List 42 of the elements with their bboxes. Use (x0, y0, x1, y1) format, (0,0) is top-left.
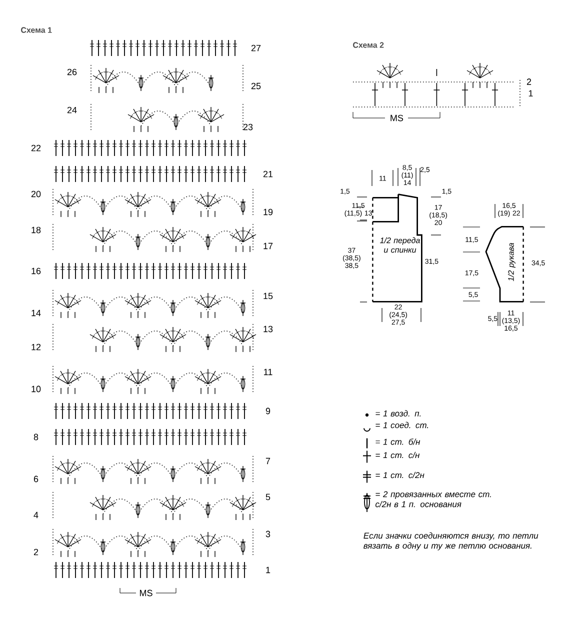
row-number: 15 (264, 292, 273, 300)
chart-title: Схема 1 (21, 27, 52, 33)
row-number: 8 (34, 434, 38, 440)
row-number: 22 (31, 144, 41, 152)
row-number: 13 (264, 326, 273, 332)
row-number: 23 (243, 124, 253, 130)
legend-text: = 1 ст. б/н (376, 438, 420, 445)
row-number: 6 (34, 476, 38, 482)
row-number: 7 (266, 458, 270, 464)
row-number: 5 (266, 494, 270, 500)
row-number: 24 (67, 106, 77, 114)
row-number: 11 (264, 368, 272, 376)
repeat-label: MS (390, 114, 404, 122)
row-number: 3 (266, 530, 270, 538)
repeat-label: MS (140, 590, 152, 596)
legend-text: = 1 соед. ст. (376, 422, 428, 428)
row-number: 20 (31, 190, 41, 198)
row-number: 21 (263, 170, 273, 178)
pattern-piece: 1/2 переда и спинки (372, 194, 422, 302)
row-number: 1 (528, 90, 533, 96)
row-number: 12 (32, 344, 41, 350)
row-number: 16 (32, 268, 41, 274)
legend-text: = 2 провязанных вместе ст. с/2н в 1 п. основания (375, 491, 491, 508)
row-number: 2 (34, 548, 38, 556)
chart-title: Схема 2 (353, 42, 384, 48)
row-number: 1 (266, 566, 270, 574)
legend-text: = 1 ст. с/н (376, 452, 420, 458)
row-number: 18 (32, 226, 41, 234)
row-number: 4 (34, 512, 38, 518)
row-number: 10 (32, 386, 41, 392)
row-number: 17 (264, 242, 273, 250)
row-number: 19 (264, 208, 273, 216)
legend-text: = 1 ст. с/2н (376, 472, 424, 478)
legend-text: = 1 возд. п. (376, 410, 421, 416)
row-number: 9 (266, 408, 270, 414)
pattern-piece: 1/2 рукава (485, 226, 524, 302)
row-number: 27 (251, 44, 261, 52)
row-number: 26 (67, 68, 77, 76)
note-text: Если значки соединяются внизу, то петли вязать в одну и ту же петлю основания. (364, 532, 538, 550)
row-number: 2 (526, 78, 532, 85)
row-number: 14 (32, 310, 41, 316)
row-number: 25 (251, 82, 261, 90)
